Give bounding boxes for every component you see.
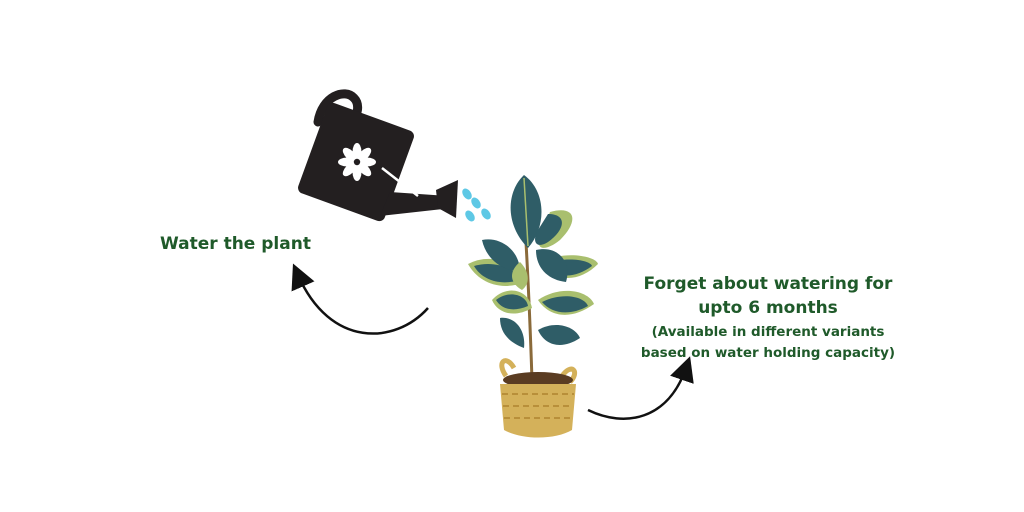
potted-plant-icon — [468, 175, 598, 381]
arrow-to-forget-label — [587, 356, 694, 420]
variants-note: (Available in different variants based o… — [598, 322, 938, 364]
arrow-to-water-label — [291, 263, 429, 335]
basket-pot-icon — [499, 358, 577, 438]
step-one-caption: Water the plant — [160, 234, 311, 254]
watering-can-icon — [298, 89, 458, 222]
step-two-caption: Forget about watering for upto 6 months — [598, 272, 938, 320]
water-drops-icon — [462, 188, 491, 222]
variants-note-line-1: (Available in different variants — [651, 324, 885, 340]
step-two-line-1: Forget about watering for — [643, 274, 893, 294]
variants-note-line-2: based on water holding capacity) — [640, 345, 896, 361]
step-two-line-2: upto 6 months — [698, 298, 838, 318]
flower-icon — [338, 143, 376, 181]
